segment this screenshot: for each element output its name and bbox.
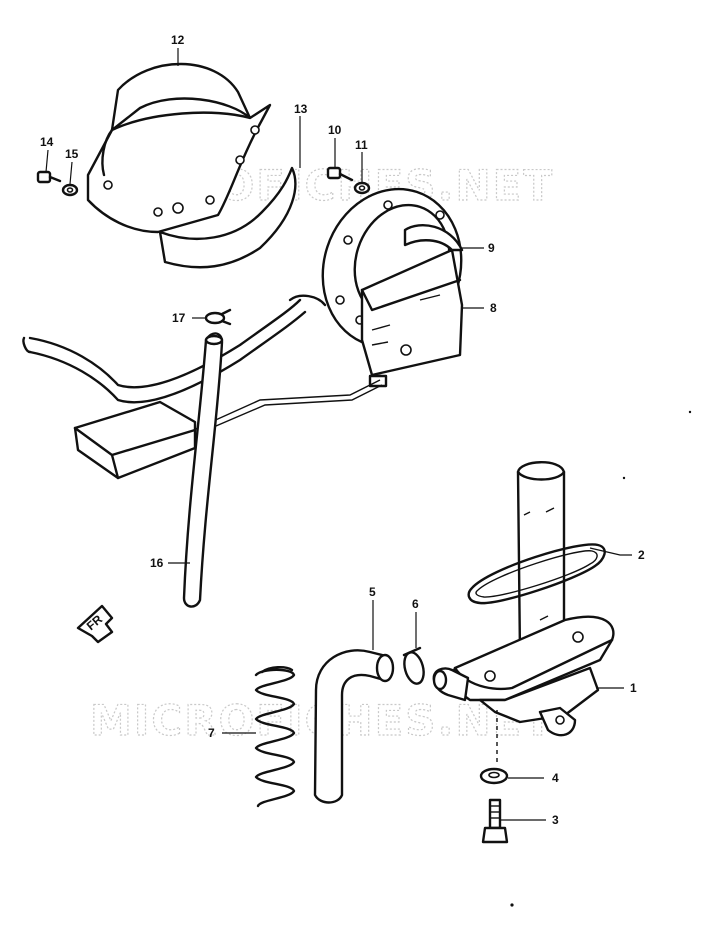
callout-10: 10 <box>328 123 342 137</box>
float-arm <box>22 294 383 480</box>
speck <box>622 476 626 480</box>
spring-7 <box>254 666 296 808</box>
speck <box>688 410 692 414</box>
callout-17: 17 <box>172 311 186 325</box>
callout-8: 8 <box>490 301 497 315</box>
callout-5: 5 <box>369 585 376 599</box>
cushion-strip-13 <box>158 166 297 269</box>
callout-11: 11 <box>355 138 368 152</box>
callout-7: 7 <box>208 726 215 740</box>
bolt-3 <box>481 798 509 844</box>
callout-9: 9 <box>488 241 495 255</box>
callout-12: 12 <box>171 33 185 47</box>
hose-clamp-6 <box>402 646 425 685</box>
callout-14: 14 <box>40 135 54 149</box>
hose-16 <box>182 332 224 608</box>
washer-15 <box>61 183 79 197</box>
callout-3: 3 <box>552 813 559 827</box>
speck <box>510 903 514 907</box>
fuel-gauge-unit-8 <box>360 223 464 388</box>
elbow-hose-5 <box>313 649 395 804</box>
washer-4 <box>479 767 509 785</box>
bolt-14 <box>36 170 62 184</box>
callout-16: 16 <box>150 556 164 570</box>
front-arrow: FR <box>76 604 114 644</box>
callout-13: 13 <box>294 102 308 116</box>
callout-6: 6 <box>412 597 419 611</box>
leader-lines <box>45 48 632 821</box>
fuel-cock-1 <box>432 461 615 737</box>
callout-4: 4 <box>552 771 559 785</box>
callout-15: 15 <box>65 147 79 161</box>
washer-11 <box>353 181 371 195</box>
callout-2: 2 <box>638 548 645 562</box>
o-ring-2 <box>467 543 606 605</box>
clip-17 <box>204 308 232 326</box>
callouts: 12 13 14 15 10 11 9 8 17 16 5 6 7 2 1 4 … <box>40 33 645 827</box>
bolt-10 <box>326 166 354 182</box>
cushion-ring-12 <box>86 62 272 234</box>
callout-1: 1 <box>630 681 637 695</box>
